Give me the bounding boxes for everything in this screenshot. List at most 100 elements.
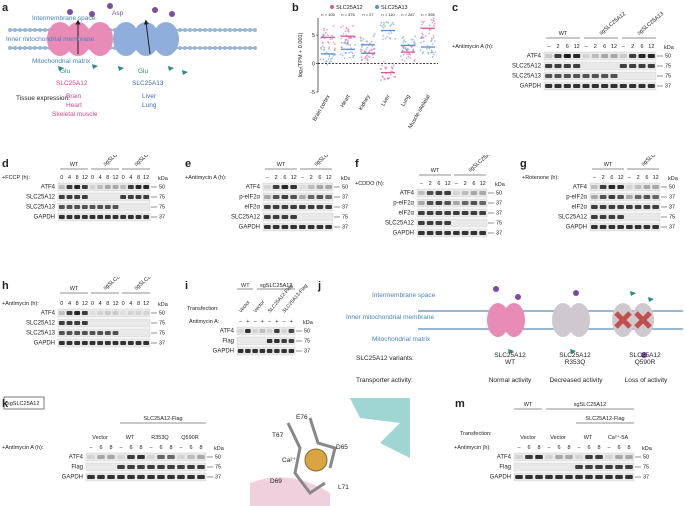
inner-membrane-label-a: Inner mitochondrial membrane <box>6 36 95 43</box>
blot-band <box>585 475 593 479</box>
blot-band <box>299 195 306 199</box>
protein-label: SLC25A12 <box>26 195 56 201</box>
blot-band <box>573 74 581 78</box>
group-header: SLC25A12-Flag <box>585 416 624 422</box>
blot-band <box>290 185 297 189</box>
protein-label: GAPDH <box>213 349 234 355</box>
lane-label: 8 <box>106 301 109 307</box>
blot-band <box>325 185 332 189</box>
blot-band <box>638 84 646 88</box>
protein-label: ATF4 <box>527 54 542 60</box>
lane-label: 4 <box>68 301 71 307</box>
data-point <box>331 34 333 37</box>
blot-band <box>117 455 125 459</box>
data-point <box>384 66 387 68</box>
blot-band <box>307 205 315 209</box>
blot-strip <box>416 228 488 238</box>
data-point <box>345 34 348 36</box>
panel-f-label: f <box>355 158 359 170</box>
protein-label: eIF2α <box>399 211 415 217</box>
blot-band <box>274 329 280 333</box>
data-point <box>323 34 325 37</box>
intermembrane-label-j: Intermembrane space <box>372 292 436 299</box>
data-point <box>321 42 324 44</box>
lane-label: 12 <box>143 175 149 181</box>
blot-band <box>74 205 81 209</box>
blot-band <box>316 225 324 229</box>
blot-strip <box>57 318 151 328</box>
blot-band <box>135 341 142 345</box>
blot-band <box>81 331 88 335</box>
blot-band <box>127 465 135 469</box>
lane-label: 6 <box>99 445 102 451</box>
data-point <box>430 51 433 54</box>
blot-strip <box>85 462 207 472</box>
blot-band <box>647 54 655 58</box>
blot-band <box>104 205 111 209</box>
blot-band <box>104 331 111 335</box>
data-point <box>351 52 354 54</box>
blot-band <box>461 201 469 205</box>
residue-l71: L71 <box>338 484 349 491</box>
blot-band <box>625 475 633 479</box>
data-point <box>343 41 346 44</box>
data-point <box>434 51 437 53</box>
blot-band <box>626 225 633 229</box>
blot-band <box>545 64 553 68</box>
blot-band <box>444 211 451 215</box>
tissue-muscle: Skeletal muscle <box>52 111 98 118</box>
blot-band <box>137 465 145 469</box>
data-point <box>364 57 367 60</box>
tissue-liver: Liver <box>142 93 157 100</box>
lane-label: 6 <box>318 175 321 181</box>
blot-band <box>418 201 425 205</box>
blot-band <box>143 185 150 189</box>
lane-label: – <box>283 319 287 325</box>
treatment-label: +CDDO (h): <box>355 181 385 187</box>
data-point <box>419 37 422 40</box>
blot-band <box>104 215 111 219</box>
blot-band <box>112 185 119 189</box>
blot-band <box>66 215 73 219</box>
data-point <box>373 47 376 50</box>
data-point <box>384 67 387 70</box>
blot-band <box>81 311 88 315</box>
blot-band <box>290 225 297 229</box>
blot-band <box>288 349 295 353</box>
blot-band <box>599 225 607 229</box>
blot-band <box>619 84 627 88</box>
blot-band <box>591 215 598 219</box>
blot-band <box>461 231 469 235</box>
blot-band <box>545 74 553 78</box>
data-point <box>320 48 322 50</box>
group-lane: WT <box>126 435 135 441</box>
blot-band <box>316 195 324 199</box>
blot-band <box>87 475 95 479</box>
lane-label: 8 <box>537 445 540 451</box>
data-point <box>359 50 362 53</box>
blot-band <box>237 329 244 333</box>
mw-marker: 50 <box>304 329 310 335</box>
lane-label: – <box>455 181 459 187</box>
group-header: sgSLC25A12 <box>467 155 496 174</box>
blot-strip <box>416 188 488 198</box>
blot-strip <box>416 198 488 208</box>
group-header: WT <box>604 162 613 168</box>
y-tick-label: -5 <box>310 90 315 96</box>
data-point <box>404 40 407 43</box>
data-point <box>319 58 322 61</box>
lane-label: 6 <box>159 445 162 451</box>
data-point <box>394 76 397 78</box>
data-point <box>344 51 347 54</box>
data-point <box>388 77 391 79</box>
mw-marker: 37 <box>215 475 221 481</box>
group-header: WT <box>241 283 250 289</box>
lane-label: – <box>179 445 183 451</box>
blot-band <box>281 215 289 219</box>
blot-band <box>272 195 280 199</box>
mw-marker: 75 <box>159 331 165 337</box>
data-point <box>427 53 430 55</box>
blot-band <box>470 201 478 205</box>
